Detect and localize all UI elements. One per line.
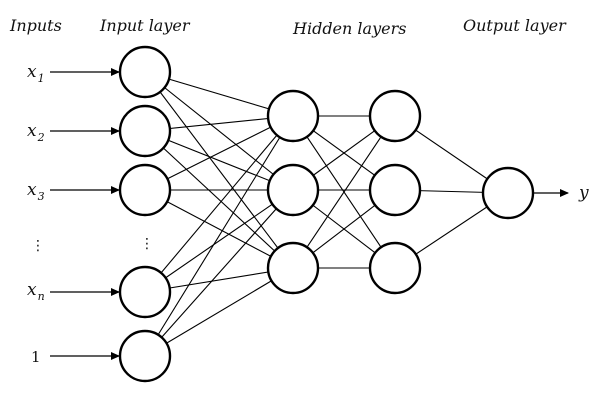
input-layer-ellipsis: ⋮	[140, 236, 154, 252]
input-neuron	[118, 163, 172, 217]
connection-edge	[144, 189, 294, 293]
inputs-ellipsis: ⋮	[31, 238, 45, 254]
connection-edge	[144, 267, 294, 357]
neurons	[118, 45, 535, 383]
hidden1-neuron	[266, 89, 320, 143]
input-neuron	[118, 45, 172, 99]
hidden2-neuron	[368, 89, 422, 143]
output-neuron	[481, 166, 535, 220]
input-label-xn: xn	[27, 280, 45, 303]
input-label-x3: x3	[27, 180, 45, 203]
connection-edge	[144, 71, 294, 191]
connection-edge	[144, 130, 294, 191]
connection-edge	[144, 189, 294, 357]
output-layer-header: Output layer	[463, 16, 567, 35]
input-layer-header: Input layer	[99, 16, 191, 35]
hidden-layers-header: Hidden layers	[292, 19, 406, 38]
input-label-x2: x2	[27, 121, 45, 144]
input-label-x1: x1	[27, 62, 45, 85]
input-neuron	[118, 265, 172, 319]
hidden2-neuron	[368, 163, 422, 217]
input-label-bias: 1	[31, 348, 41, 366]
connection-edge	[292, 115, 396, 269]
inputs-header: Inputs	[9, 16, 62, 35]
arrows	[50, 68, 569, 360]
hidden1-neuron	[266, 163, 320, 217]
hidden2-neuron	[368, 241, 422, 295]
hidden1-neuron	[266, 241, 320, 295]
connection-edge	[144, 115, 294, 293]
connection-edge	[144, 189, 294, 269]
input-neuron	[118, 329, 172, 383]
connection-edge	[144, 130, 294, 269]
output-label-y: y	[578, 183, 589, 203]
connection-edge	[144, 115, 294, 191]
connection-edge	[144, 71, 294, 269]
input-neuron	[118, 104, 172, 158]
connection-edge	[144, 115, 294, 357]
connections	[144, 71, 509, 357]
